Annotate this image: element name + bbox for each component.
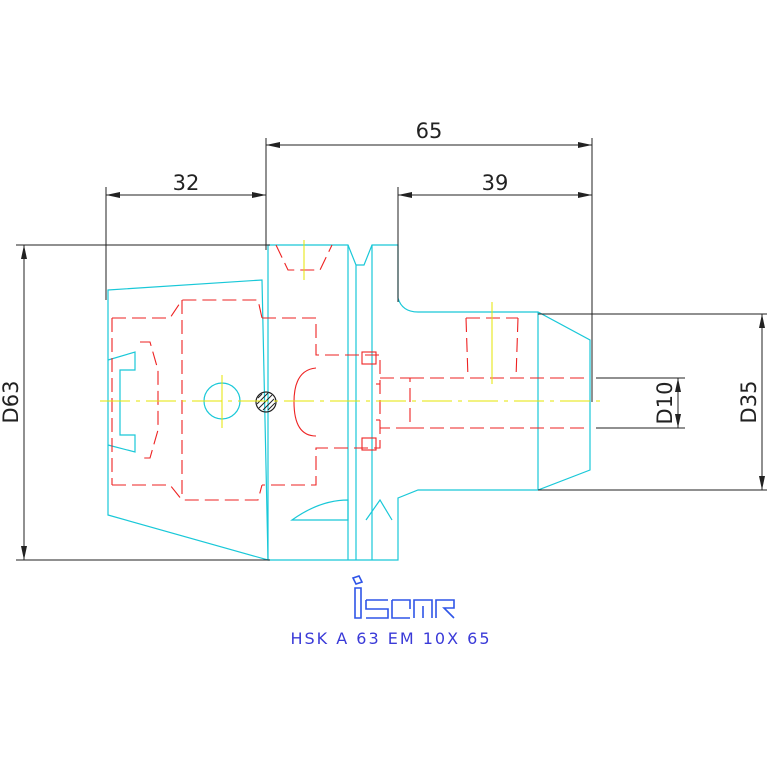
orientation-dot-outline [255, 391, 277, 413]
dimension-arrows [21, 142, 765, 560]
hidden-taper-top [112, 299, 263, 319]
pin-bottom [361, 437, 377, 451]
dim-label-39: 39 [482, 171, 509, 195]
dim-label-d35: D35 [737, 381, 761, 424]
section-lines [293, 351, 380, 451]
pin-top [361, 351, 377, 365]
groove-detail-left [290, 499, 349, 521]
ball-pocket-arc [293, 367, 317, 437]
dim-label-65: 65 [416, 119, 443, 143]
flange-body [267, 244, 591, 561]
dimension-lines [16, 138, 767, 561]
iscar-logo: iscar [351, 575, 455, 619]
dim-label-d63: D63 [0, 381, 23, 424]
dim-label-d10: D10 [653, 382, 677, 425]
drive-slot-outline [107, 351, 136, 453]
orientation-dot-hatch [256, 392, 276, 411]
drawing-sheet [0, 125, 767, 645]
tool-designation: HSK A 63 EM 10X 65 [290, 629, 491, 648]
dim-label-32: 32 [173, 171, 200, 195]
groove-detail-right [365, 498, 393, 521]
hidden-clamp-profile [140, 341, 159, 459]
center-lines [100, 240, 605, 428]
